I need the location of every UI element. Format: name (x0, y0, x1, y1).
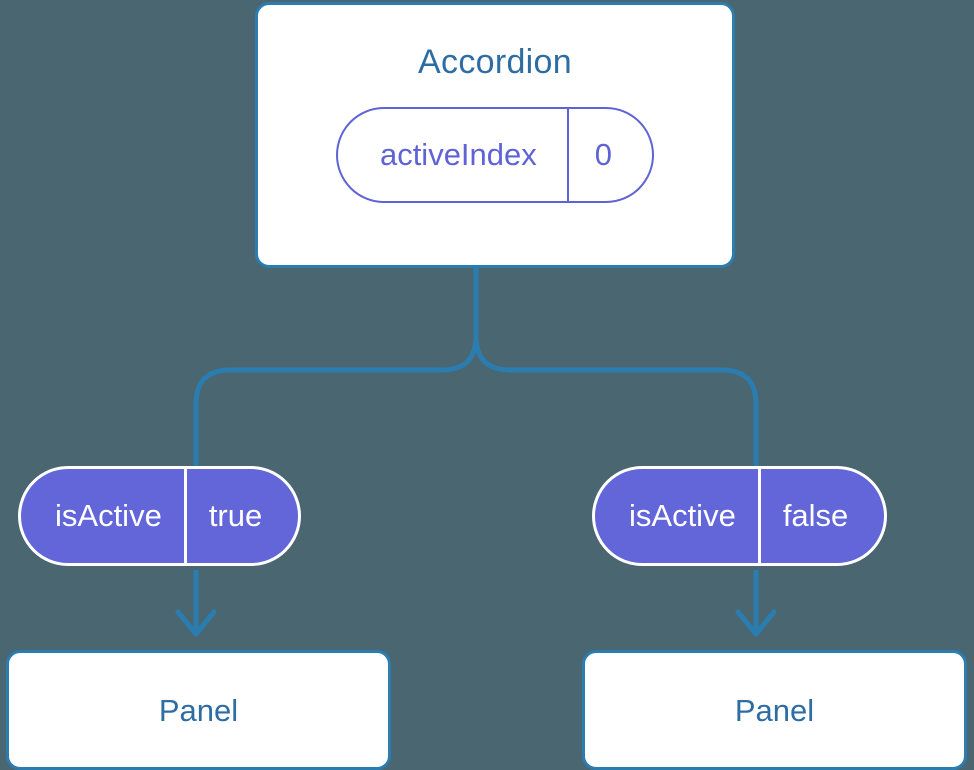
arrow-head-right (735, 609, 777, 637)
node-accordion[interactable]: Accordion activeIndex 0 (255, 2, 735, 268)
connector-root-to-left (193, 263, 479, 469)
prop-pill-value: false (757, 469, 884, 563)
arrow-head-left (175, 609, 217, 637)
state-pill-key: activeIndex (379, 137, 537, 172)
prop-pill-isactive-false[interactable]: isActive false (592, 466, 888, 566)
prop-pill-key: isActive (629, 498, 736, 533)
prop-pill-isactive-true[interactable]: isActive true (18, 466, 302, 566)
node-panel-left[interactable]: Panel (6, 650, 391, 770)
panel-title: Panel (734, 692, 815, 728)
accordion-title: Accordion (418, 43, 572, 81)
prop-pill-key: isActive (55, 498, 162, 533)
node-panel-right[interactable]: Panel (582, 650, 967, 770)
state-pill-activeindex[interactable]: activeIndex 0 (335, 107, 655, 203)
panel-title: Panel (158, 692, 239, 728)
state-pill-value: 0 (566, 109, 652, 201)
prop-pill-value: true (183, 469, 298, 563)
connector-root-to-right (473, 263, 759, 469)
